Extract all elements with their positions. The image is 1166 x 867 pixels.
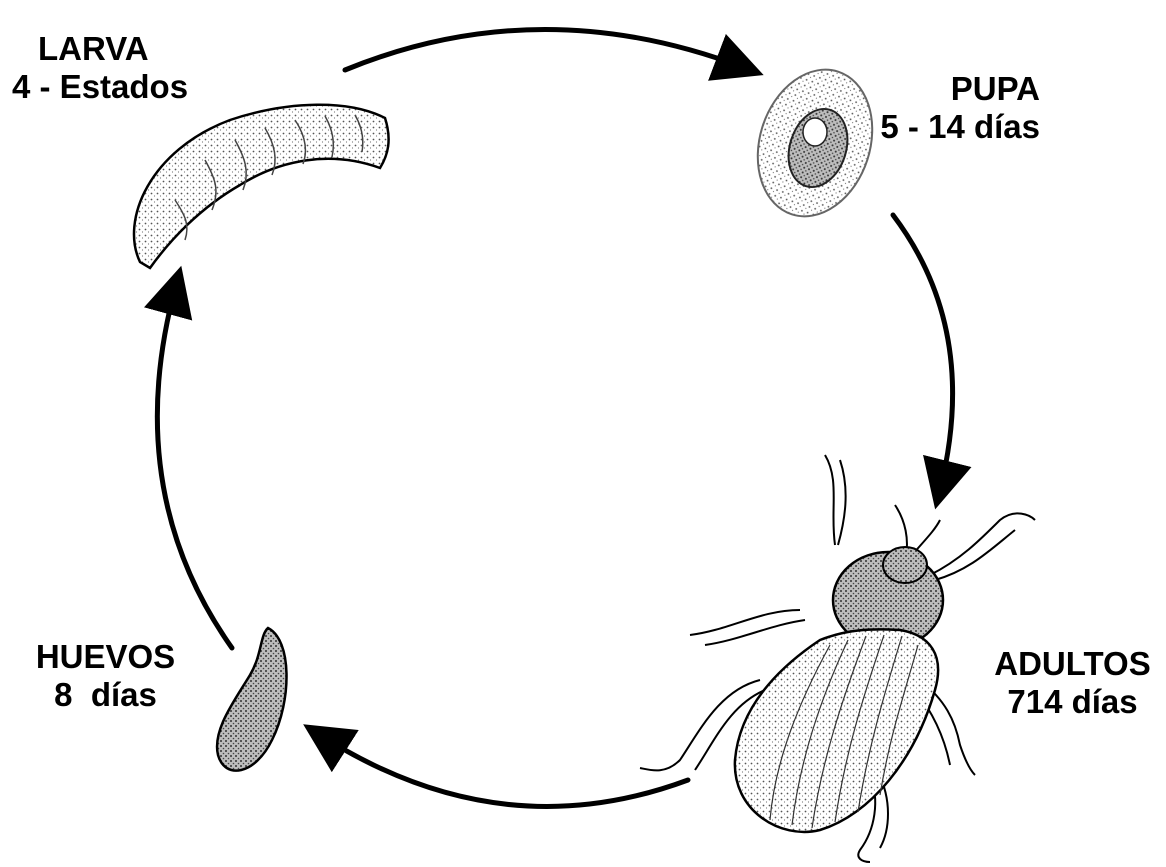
egg-illustration [217, 628, 287, 771]
arrow-adultos-to-huevos [320, 735, 688, 806]
huevos-duration: 8 días [18, 676, 193, 714]
larva-duration: 4 - Estados [12, 68, 188, 106]
huevos-label: HUEVOS 8 días [18, 638, 193, 714]
adultos-name: ADULTOS [985, 645, 1160, 683]
adultos-label: ADULTOS 714 días [985, 645, 1160, 721]
huevos-name: HUEVOS [18, 638, 193, 676]
pupa-name: PUPA [880, 70, 1040, 108]
beetle-illustration [640, 455, 1035, 862]
arrow-pupa-to-adultos [893, 215, 953, 490]
adultos-duration: 714 días [985, 683, 1160, 721]
pupa-label: PUPA 5 - 14 días [880, 70, 1040, 146]
pupa-illustration [740, 55, 891, 232]
arrow-huevos-to-larva [157, 285, 232, 648]
larva-illustration [134, 105, 389, 268]
arrow-larva-to-pupa [345, 29, 745, 70]
larva-name: LARVA [12, 30, 188, 68]
larva-label: LARVA 4 - Estados [12, 30, 188, 106]
pupa-duration: 5 - 14 días [880, 108, 1040, 146]
